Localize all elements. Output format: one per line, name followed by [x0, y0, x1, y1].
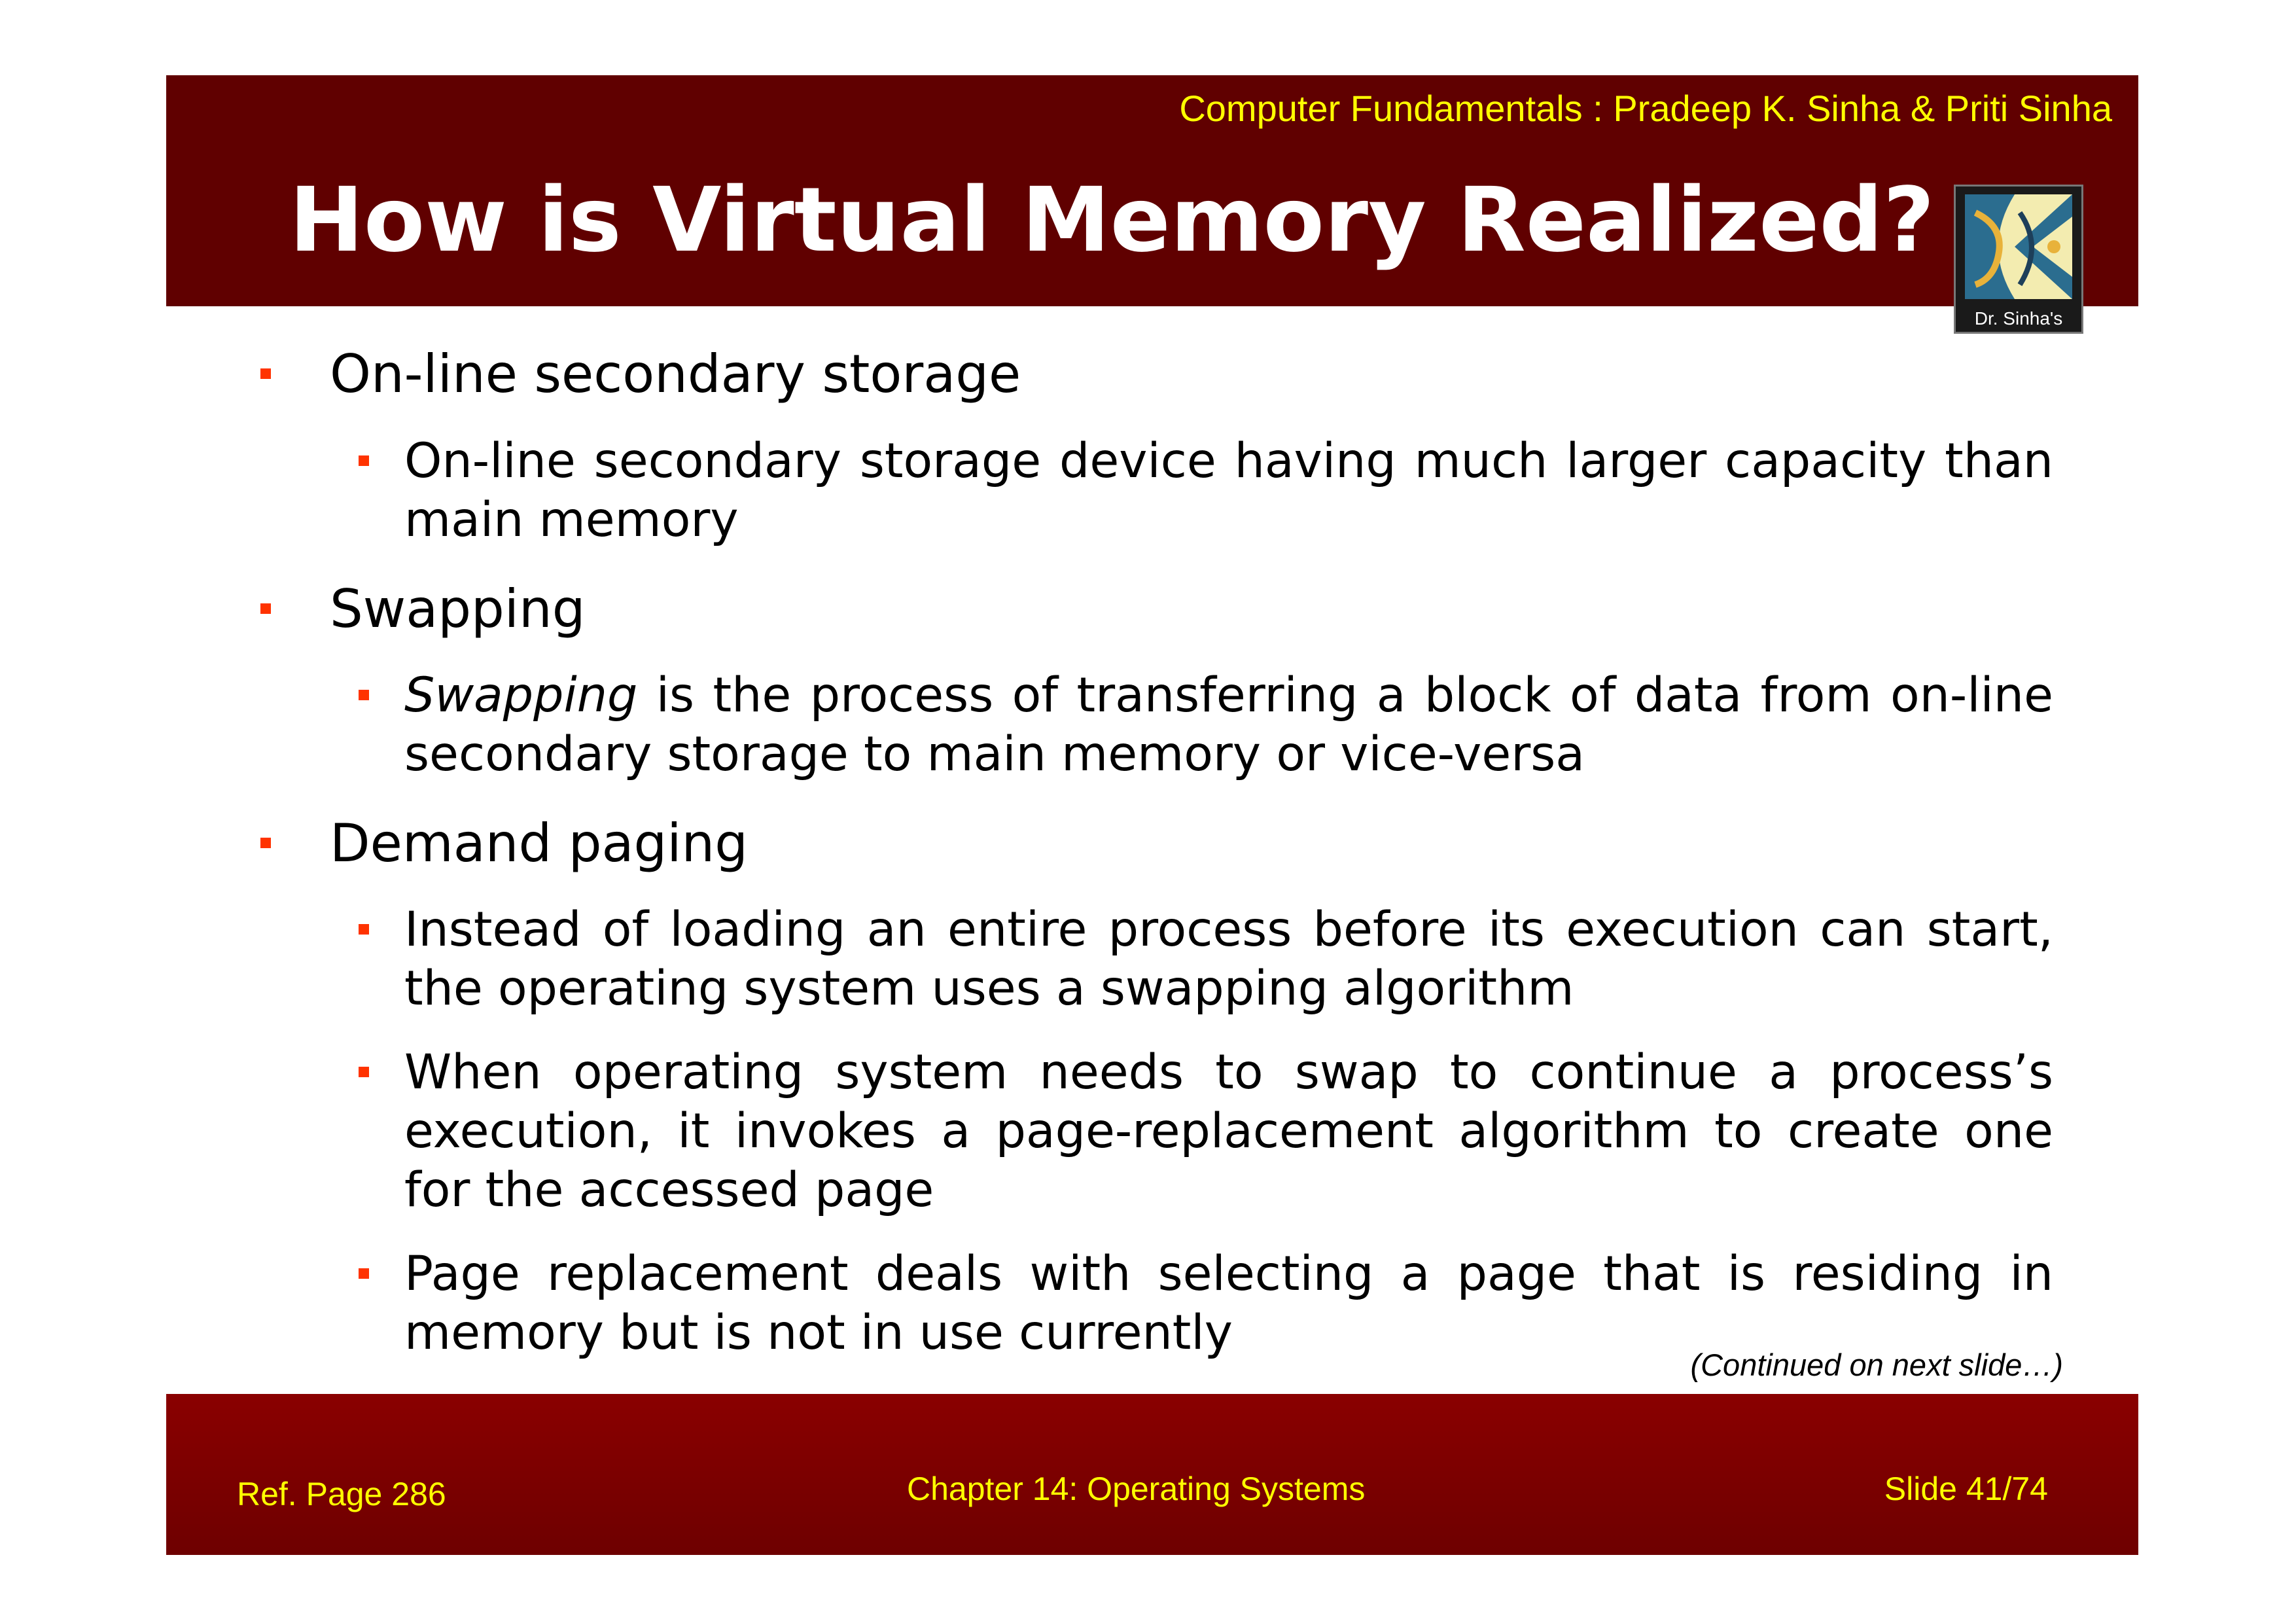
sub-bullet-marker-icon: [359, 1067, 369, 1077]
slide-number: Slide 41/74: [1884, 1471, 2048, 1507]
book-credit: Computer Fundamentals : Pradeep K. Sinha…: [1179, 88, 2112, 129]
sub-bullet-text: Page replacement deals with selecting a …: [404, 1246, 2053, 1361]
ref-page: Ref. Page 286: [237, 1476, 446, 1512]
sub-bullet-text-rest: is the process of transferring a block o…: [404, 668, 2053, 782]
continued-note: (Continued on next slide…): [1690, 1347, 2063, 1382]
sub-bullet-text: On-line secondary storage device having …: [404, 433, 2053, 548]
bullet-heading: Swapping: [330, 579, 586, 639]
sub-bullet-marker-icon: [359, 690, 369, 700]
chapter-title: Chapter 14: Operating Systems: [907, 1471, 1366, 1507]
sub-bullet-text: Swapping is the process of transferring …: [404, 666, 2053, 784]
sub-bullet-text: Instead of loading an entire process bef…: [404, 902, 2053, 1016]
term-emphasis: Swapping: [404, 668, 638, 723]
sub-bullet-marker-icon: [359, 455, 369, 466]
slide-title: How is Virtual Memory Realized?: [289, 169, 1935, 272]
dr-sinhas-logo: Dr. Sinha's: [1954, 185, 2083, 334]
sub-bullet-marker-icon: [359, 924, 369, 935]
logo-caption: Dr. Sinha's: [1974, 308, 2063, 329]
sub-bullet-text: When operating system needs to swap to c…: [404, 1044, 2053, 1218]
bullet-marker-icon: [260, 603, 271, 614]
sub-bullet-marker-icon: [359, 1268, 369, 1279]
bullet-marker-icon: [260, 838, 271, 848]
logo-emblem-icon: [1965, 194, 2072, 299]
bullet-heading: On-line secondary storage: [330, 344, 1021, 404]
slide-header: Computer Fundamentals : Pradeep K. Sinha…: [166, 75, 2138, 306]
slide-footer: Ref. Page 286 Chapter 14: Operating Syst…: [166, 1394, 2138, 1555]
bullet-heading: Demand paging: [330, 813, 748, 874]
bullet-marker-icon: [260, 368, 271, 379]
